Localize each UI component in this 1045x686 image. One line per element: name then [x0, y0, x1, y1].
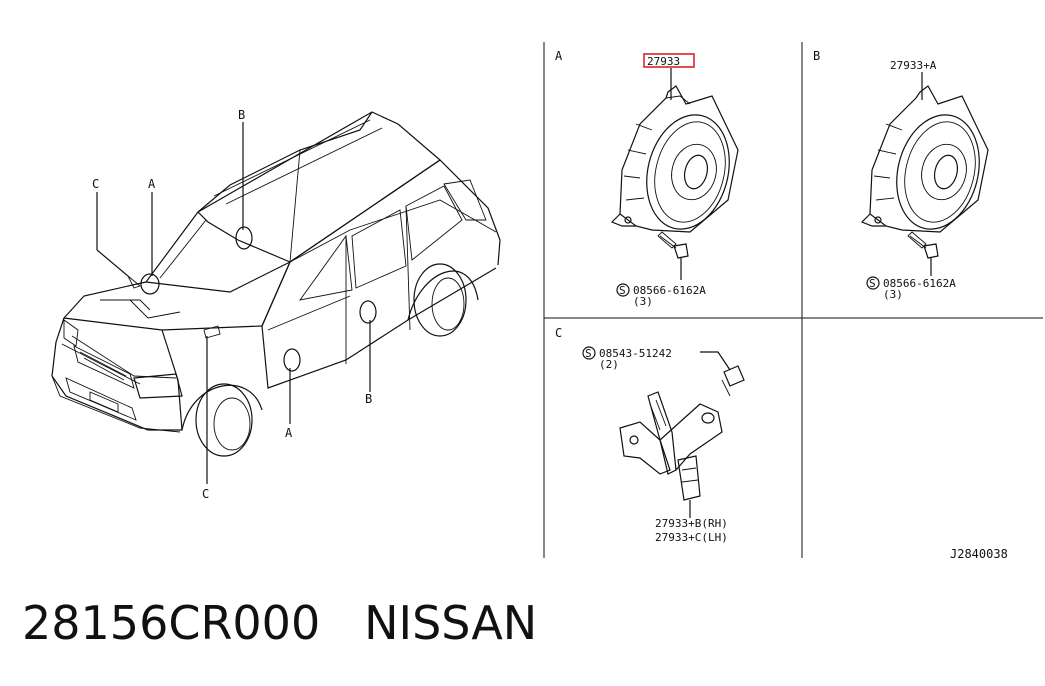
panel-a-screw-qty: (3)	[633, 295, 653, 308]
brand-name: NISSAN	[364, 596, 538, 650]
vehicle-callouts: C A B C A B	[92, 108, 372, 501]
panel-a-screw-symbol: S	[619, 284, 626, 297]
callout-a-door: A	[285, 426, 293, 440]
callout-c-lower: C	[202, 487, 209, 501]
part-highlight-box	[643, 53, 695, 68]
speaker-b-illustration	[860, 85, 989, 276]
panel-b-screw-qty: (3)	[883, 288, 903, 301]
speaker-a-illustration	[610, 85, 739, 280]
tweeter-bracket-illustration	[619, 351, 745, 518]
panel-b-part-label: 27933+A	[890, 59, 937, 72]
panel-b-screw-part: 08566-6162A	[883, 277, 956, 290]
callout-b-door: B	[365, 392, 372, 406]
panel-c-part-label-lh: 27933+C(LH)	[655, 531, 728, 544]
panel-a-letter: A	[555, 49, 563, 63]
panel-b-screw-symbol: S	[869, 277, 876, 290]
part-number: 28156CR000	[22, 596, 321, 650]
callout-a-front: A	[148, 177, 156, 191]
callout-c-front: C	[92, 177, 99, 191]
panel-b-letter: B	[813, 49, 820, 63]
panel-c-screw-qty: (2)	[599, 358, 619, 371]
panel-c-screw-symbol: S	[585, 347, 592, 360]
callout-b-roof: B	[238, 108, 245, 122]
panel-b: B 27933+A S 08566-6162A (3)	[813, 49, 989, 301]
panel-a-part-label: 27933	[647, 55, 680, 68]
panel-c-screw-part: 08543-51242	[599, 347, 672, 360]
panel-c-part-label-rh: 27933+B(RH)	[655, 517, 728, 530]
vehicle-illustration	[51, 111, 501, 484]
panel-a: A 27933 S 08566-6162A (3)	[555, 49, 739, 308]
panel-a-screw-part: 08566-6162A	[633, 284, 706, 297]
drawing-code: J2840038	[950, 547, 1008, 561]
panel-c-letter: C	[555, 326, 562, 340]
part-caption: 28156CR000 NISSAN	[22, 596, 537, 650]
panel-c: C S 08543-51242 (2) 27933+B(RH) 27933+C(…	[555, 326, 745, 544]
panel-grid	[543, 42, 1043, 558]
